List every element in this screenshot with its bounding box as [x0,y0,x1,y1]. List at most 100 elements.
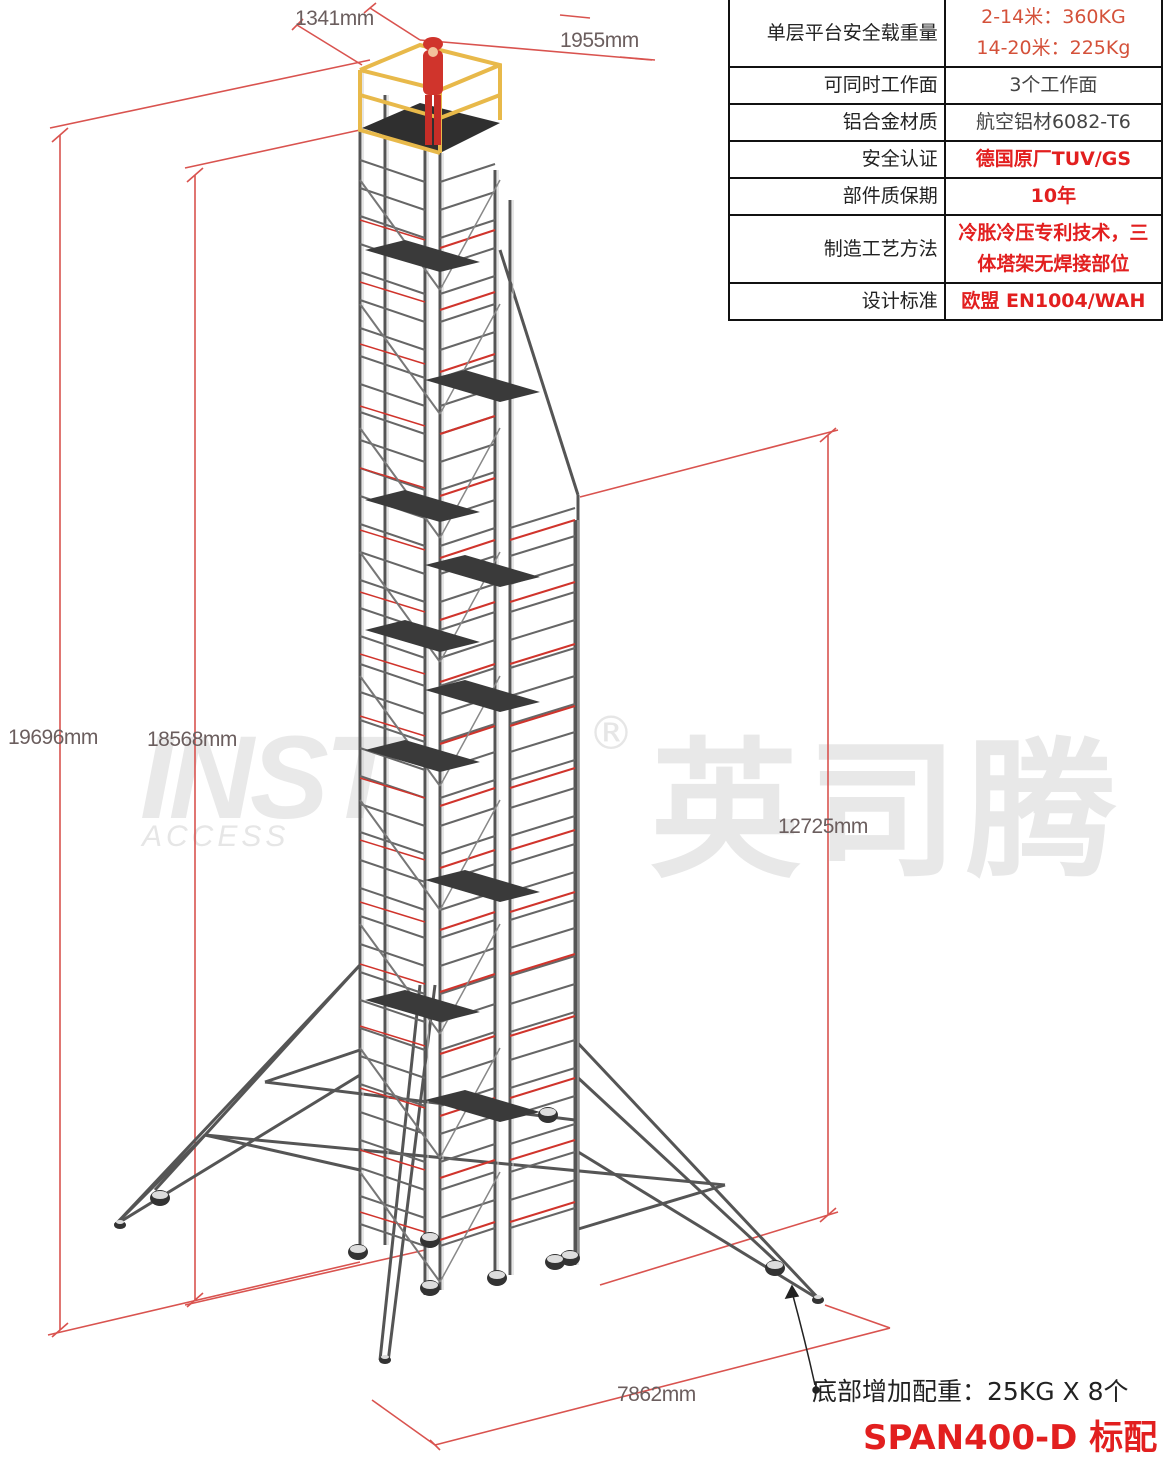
tower-rung [439,163,496,183]
tower-rung [509,1067,576,1089]
spec-value-line: 德国原厂TUV/GS [975,148,1132,170]
tower-rung [439,1199,496,1219]
tower-rung [359,327,426,351]
tower-brace-red [439,291,496,311]
tower-rung [439,835,496,855]
tower-brace-red [359,281,426,303]
tower-rung [509,899,576,921]
spec-row: 设计标准欧盟 EN1004/WAH [728,282,1163,321]
tower-brace-red [359,715,426,737]
ballast-weight-icon [547,1255,563,1263]
dim-top-depth: 1341mm [295,7,374,30]
tower-rung [359,719,426,743]
ballast-weight-icon [540,1108,556,1116]
tower-rung [439,1115,496,1135]
tower-rung [359,187,426,211]
tower-rung [359,943,426,967]
tower-rung [439,191,496,211]
tower-brace-red [439,911,496,931]
dimension-lines [47,2,891,1451]
tower-diagonal [439,427,501,539]
platform-deck [365,990,480,1022]
spec-value: 航空铝材6082-T6 [943,103,1163,142]
model-label: SPAN400-D 标配 [863,1418,1158,1458]
tower-rung [359,1139,426,1163]
tower-rung [439,443,496,463]
tower-diagonal [439,303,501,415]
ballast-weight-icon [422,1233,438,1241]
tower-diagonal [359,1047,441,1159]
tower-rung [509,619,576,641]
ballast-note: 底部增加配重：25KG X 8个 [812,1377,1129,1406]
tower-brace-red [509,1139,576,1161]
spec-value-line: 冷胀冷压专利技术，三 [958,222,1149,244]
tower-rung [359,551,426,575]
ballast-pointer-arrow [784,1284,820,1394]
tower-rung [509,955,576,977]
tower-rung [359,1223,426,1247]
tower-rung [439,219,496,239]
tower-brace-red [359,777,426,799]
tower-rung [359,299,426,323]
tower-rung [359,215,426,239]
tower-brace-red [359,591,426,613]
ballast-weight-icon [422,1281,438,1289]
tower-brace-red [439,1035,496,1055]
tower-rung [439,639,496,659]
tower-rung [509,843,576,865]
tower-rung [439,807,496,827]
spec-value: 3个工作面 [943,66,1163,105]
tower-rung [509,927,576,949]
platform-deck [425,680,540,712]
tower-rung [359,439,426,463]
tower-diagonal [359,427,441,539]
spec-row: 铝合金材质航空铝材6082-T6 [728,103,1163,142]
tower-rung [439,331,496,351]
spec-value: 冷胀冷压专利技术，三体塔架无焊接部位 [943,214,1163,284]
tower-brace-red [439,663,496,683]
tower-diagonal [359,799,441,911]
spec-key: 可同时工作面 [728,66,946,105]
tower-rung [509,647,576,669]
tower-brace-red [439,1159,496,1179]
ballast-weight-icon [116,1220,124,1224]
tower-rung [359,523,426,547]
tower-rung [439,583,496,603]
tower-rung [439,611,496,631]
tower-rung [439,919,496,939]
spec-value-line: 体塔架无焊接部位 [977,253,1130,275]
platform-decks [365,240,540,1122]
tower-rung [509,759,576,781]
spec-value-line: 3个工作面 [1009,74,1098,96]
tower-rung [359,859,426,883]
tower-rung [359,1027,426,1051]
spec-key: 部件质保期 [728,177,946,216]
spec-value: 欧盟 EN1004/WAH [943,282,1163,321]
ballast-weight-icon [152,1191,168,1199]
tower-rung [359,1083,426,1107]
tower-rung [359,355,426,379]
tower-brace-red [509,891,576,913]
tower-rung [359,915,426,939]
tower-rung [439,275,496,295]
tower-brace-red [439,539,496,559]
platform-deck [425,555,540,587]
platform-deck [425,1090,540,1122]
tower-rung [509,983,576,1005]
platform-deck [425,370,540,402]
tower-rung [359,1195,426,1219]
watermark-registered: ® [588,706,634,760]
tower-brace-red [509,1201,576,1223]
tower-rung [509,1011,576,1033]
tower-brace-red [359,653,426,675]
spec-value-line: 14-20米：225Kg [976,37,1131,59]
tower-brace-red [509,519,576,541]
tower-rung [509,1179,576,1201]
ballast-weight-icon [350,1245,366,1253]
tower-brace-red [359,343,426,365]
worker-figure-icon [423,37,443,145]
platform-deck [365,620,480,652]
